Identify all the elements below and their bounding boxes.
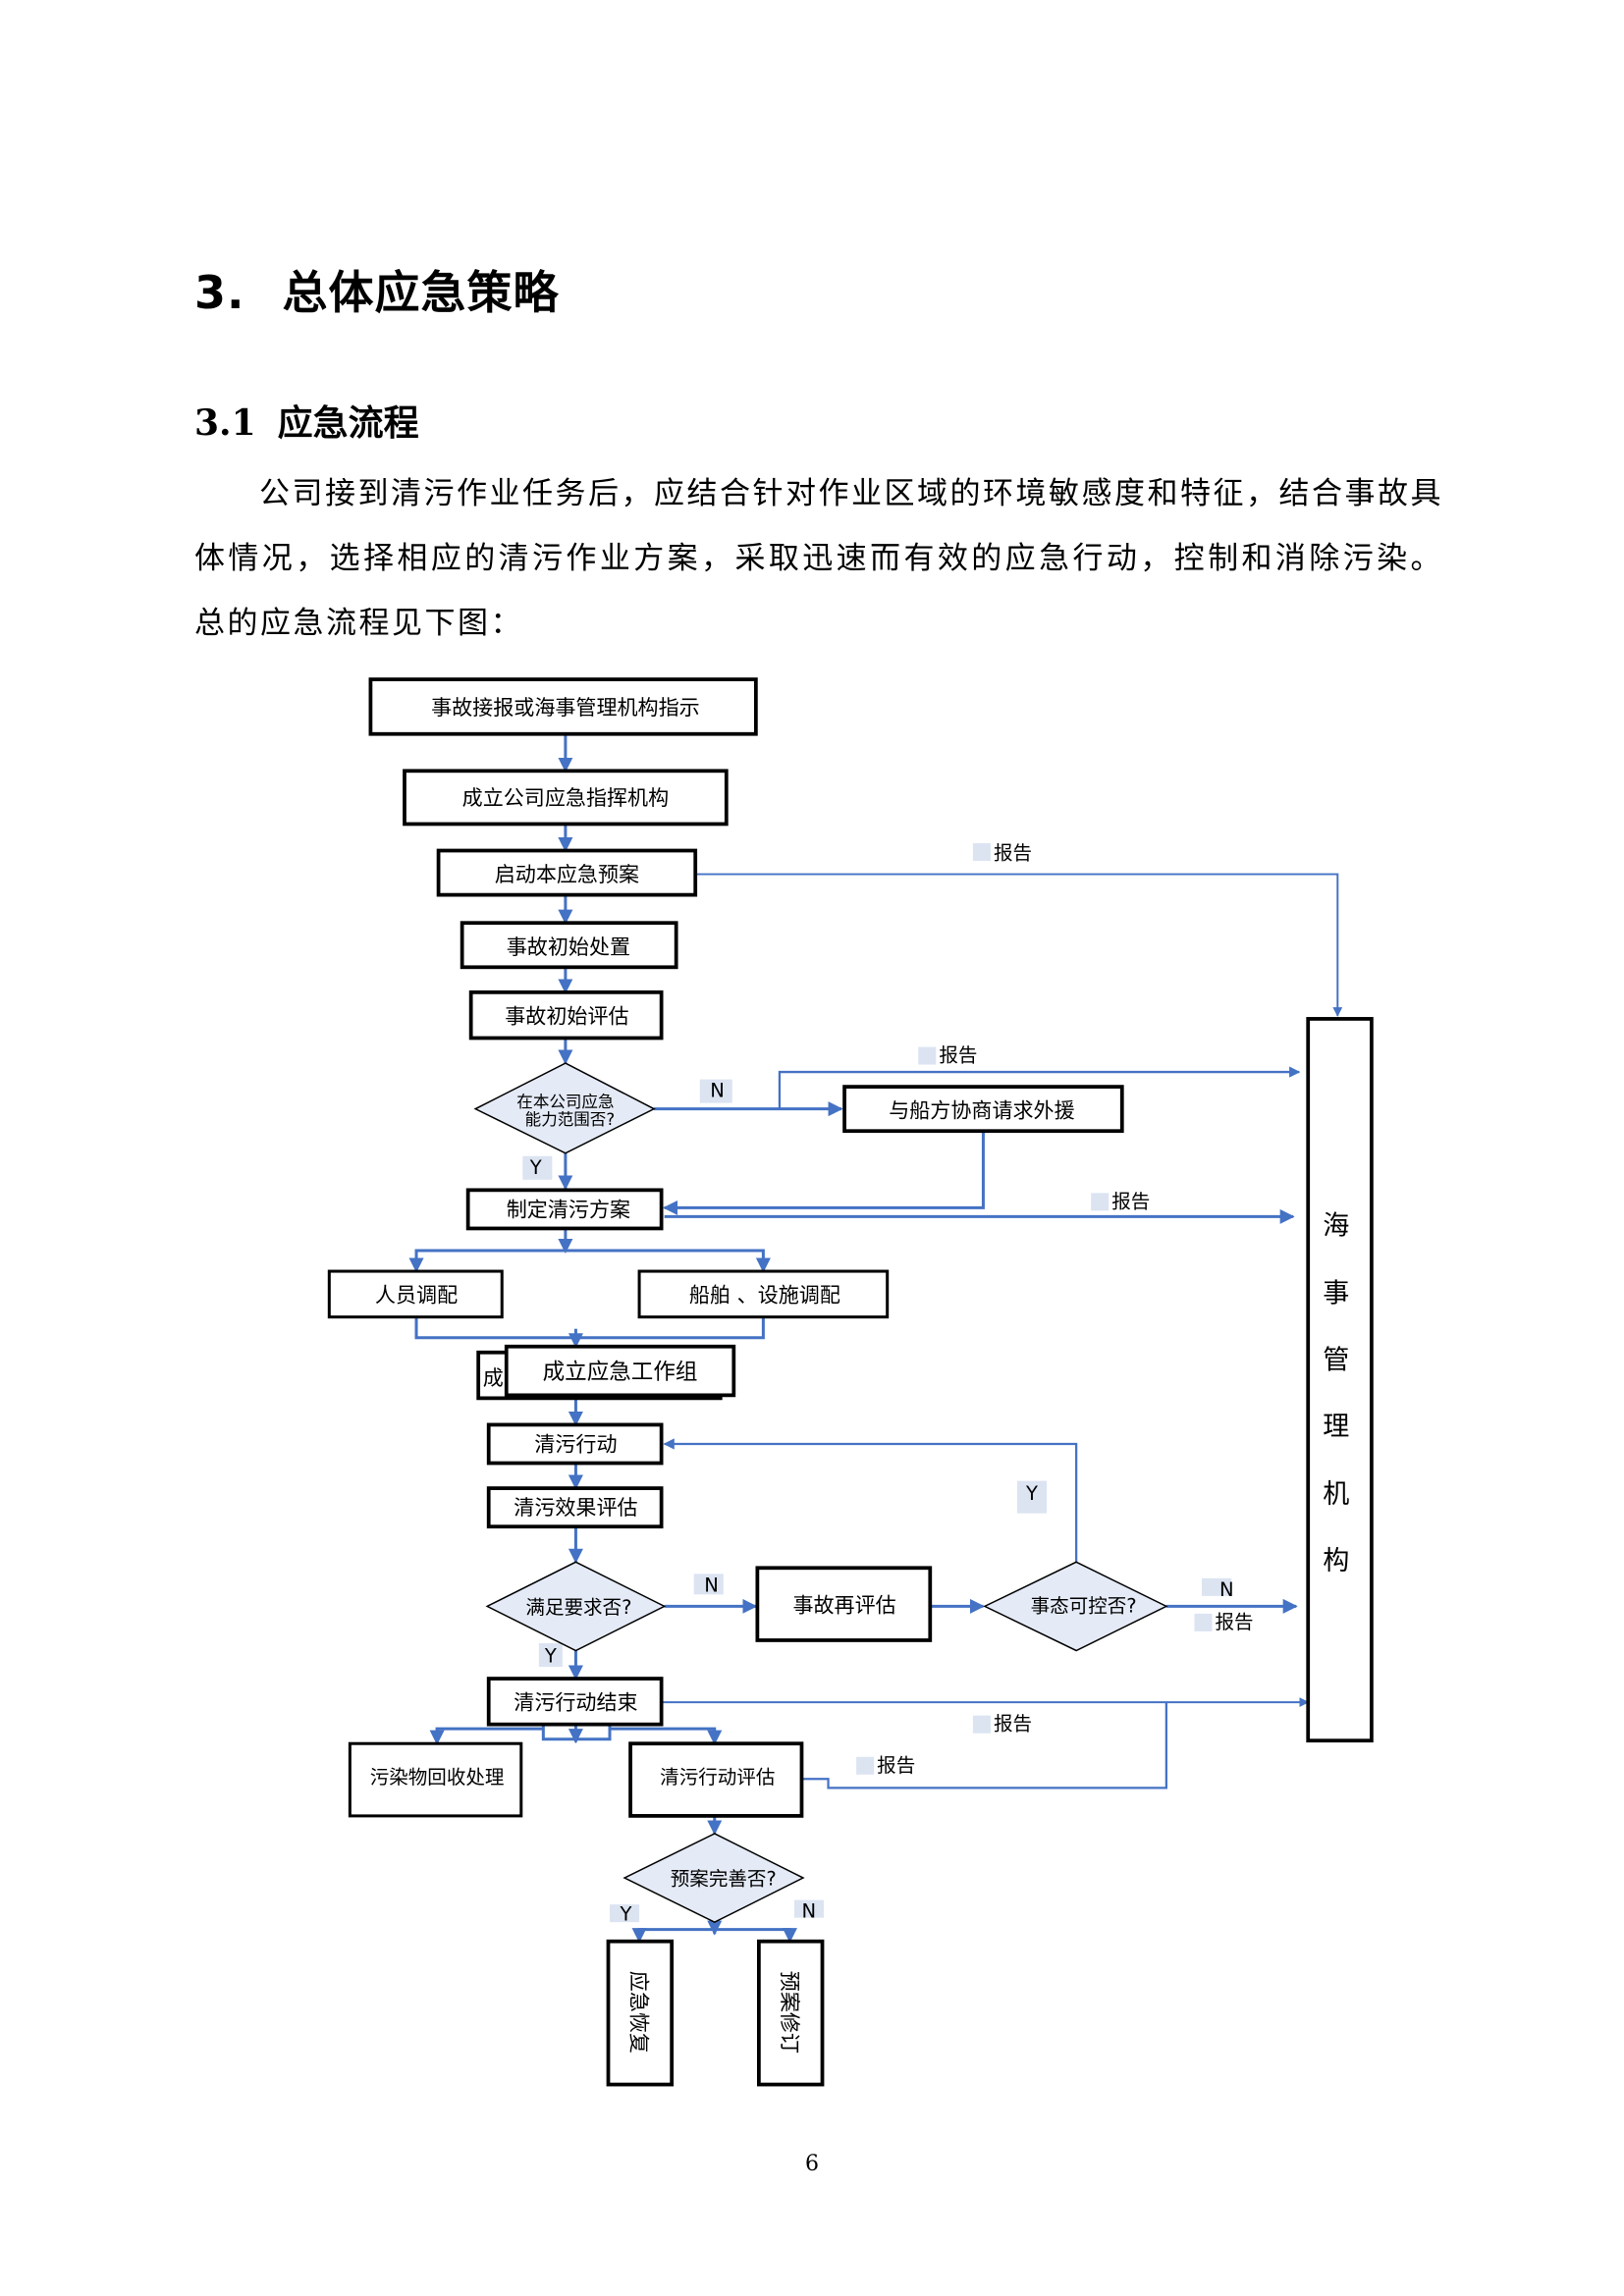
diamond-controllable: [983, 1561, 1168, 1652]
arrow-n6-n7: [663, 1132, 985, 1215]
node-maritime-authority: [1306, 1017, 1374, 1743]
arrow-to-n16: [610, 1727, 723, 1745]
diamond-capability: [473, 1062, 656, 1154]
node-plan-revision: [756, 1939, 825, 2087]
label-action-end: 清污行动结束: [514, 1690, 637, 1715]
label-cleanup-plan: 制定清污方案: [507, 1197, 630, 1221]
arrow-to-n17: [631, 1928, 715, 1944]
label-controllable: 事态可控否?: [1031, 1594, 1137, 1617]
section-title: 总体应急策略: [282, 266, 560, 319]
node-personnel: [327, 1269, 504, 1319]
intro-text: 公司接到清污作业任务后，应结合针对作业区域的环境敏感度和特征，结合事故具体情况，…: [194, 476, 1443, 641]
no-label: N: [704, 1574, 719, 1596]
arrow-to-n18: [714, 1928, 797, 1944]
authority-char: 事: [1323, 1279, 1349, 1309]
edge-labels: 报告 报告 报告 报告 报告 报告 N Y Y N N Y Y N: [529, 842, 1254, 1926]
label-initial-assessment: 事故初始评估: [505, 1003, 628, 1028]
node-reassessment: [755, 1566, 933, 1642]
label-establish-command: 成立公司应急指挥机构: [462, 785, 669, 810]
label-capability-1: 在本公司应急: [516, 1093, 614, 1111]
node-request-assistance: [842, 1085, 1124, 1134]
node-labels: 事故接报或海事管理机构指示 成立公司应急指挥机构 启动本应急预案 事故初始处置 …: [370, 695, 1350, 2054]
page-number: 6: [805, 2152, 819, 2176]
report-line-n16: [802, 1702, 1168, 1789]
label-pollutant-recovery: 污染物回收处理: [370, 1766, 505, 1789]
diamond-plan-complete: [623, 1833, 805, 1923]
node-action-end: [486, 1677, 664, 1727]
node-incident-report: [368, 677, 758, 736]
label-personnel: 人员调配: [375, 1283, 458, 1308]
node-pollutant-recovery: [348, 1741, 523, 1818]
report-label: 报告: [1215, 1611, 1253, 1633]
intro-paragraph: 公司接到清污作业任务后，应结合针对作业区域的环境敏感度和特征，结合事故具体情况，…: [194, 461, 1443, 656]
yes-label: Y: [529, 1156, 542, 1179]
label-requirements: 满足要求否?: [525, 1596, 631, 1619]
yes-label: Y: [1025, 1482, 1038, 1505]
node-cleanup-action: [486, 1422, 664, 1466]
report-label: 报告: [994, 1713, 1032, 1735]
report-label: 报告: [994, 842, 1032, 865]
arrow-to-n15: [429, 1727, 544, 1745]
node-activate-plan: [436, 848, 698, 897]
label-request-assistance: 与船方协商请求外援: [889, 1098, 1074, 1123]
subsection-heading: 3.1 应急流程: [194, 395, 419, 446]
report-label: 报告: [1111, 1190, 1150, 1212]
subsection-title: 应急流程: [277, 403, 419, 444]
diamond-requirements: [485, 1561, 667, 1652]
arrow-to-n9: [565, 1249, 771, 1273]
authority-char: 构: [1323, 1546, 1349, 1576]
label-incident-report: 事故接报或海事管理机构指示: [431, 695, 700, 720]
label-action-evaluation: 清污行动评估: [660, 1766, 775, 1789]
connectors: [408, 733, 1343, 1944]
subsection-number: 3.1: [194, 402, 256, 444]
node-action-evaluation: [628, 1741, 804, 1818]
no-label: N: [1219, 1578, 1234, 1601]
node-effect-assessment: [486, 1486, 664, 1529]
report-line-d1: [778, 1066, 1301, 1109]
label-recovery: 应急恢复: [627, 1971, 652, 2054]
label-vessels-facilities: 船舶 、设施调配: [689, 1283, 840, 1308]
label-plan-revision: 预案修订: [778, 1971, 802, 2054]
report-label: 报告: [877, 1754, 915, 1777]
yes-label: Y: [620, 1903, 632, 1926]
label-activate-plan: 启动本应急预案: [495, 862, 639, 886]
section-number: 3.: [194, 266, 245, 319]
label-workgroup-hidden: 成: [483, 1365, 504, 1390]
label-effect-assessment: 清污效果评估: [514, 1495, 637, 1520]
label-capability-2: 能力范围否?: [525, 1110, 615, 1129]
node-workgroup: [504, 1344, 736, 1398]
label-plan-complete: 预案完善否?: [671, 1868, 777, 1891]
authority-char: 海: [1323, 1210, 1349, 1241]
report-line-n3: [695, 873, 1343, 1017]
label-cleanup-action: 清污行动: [534, 1431, 617, 1456]
authority-char: 管: [1323, 1345, 1349, 1375]
node-cleanup-plan: [465, 1188, 664, 1231]
report-label-backgrounds: [522, 842, 1232, 1923]
split-n14: [541, 1724, 612, 1741]
section-heading: 3. 总体应急策略: [194, 257, 559, 322]
node-initial-response: [460, 921, 678, 970]
label-reassessment: 事故再评估: [792, 1592, 895, 1617]
report-label: 报告: [939, 1044, 977, 1067]
yes-label: Y: [544, 1645, 557, 1668]
no-label: N: [801, 1900, 816, 1923]
node-recovery: [606, 1939, 675, 2087]
authority-label: 海 事 管 理 机 构: [1323, 1210, 1349, 1575]
node-establish-command: [403, 769, 729, 827]
nodes: [327, 677, 1374, 2087]
arrow-d3-yes: [663, 1438, 1078, 1563]
label-workgroup: 成立应急工作组: [543, 1360, 698, 1385]
no-label: N: [710, 1080, 725, 1102]
label-initial-response: 事故初始处置: [507, 934, 630, 959]
arrow-to-n8: [408, 1249, 566, 1273]
authority-char: 理: [1323, 1412, 1349, 1442]
authority-char: 机: [1323, 1479, 1349, 1510]
node-vessels-facilities: [637, 1269, 890, 1319]
node-initial-assessment: [468, 989, 664, 1041]
merge-line: [414, 1316, 765, 1340]
